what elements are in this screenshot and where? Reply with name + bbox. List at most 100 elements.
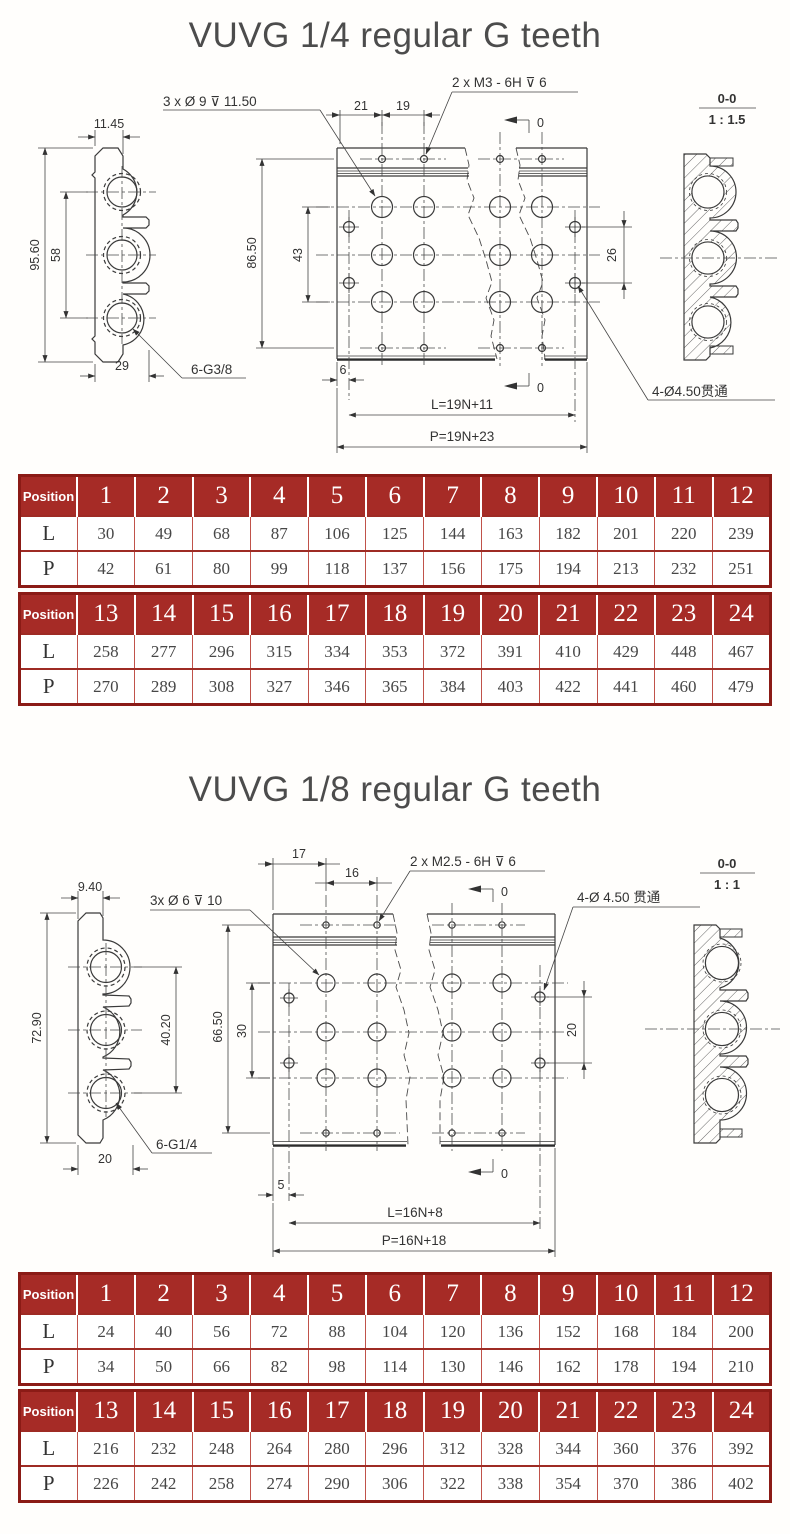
vuvg18-technical-drawing: 9.40 72.90 40.20 20 6-G1/4 3x Ø 6 ⊽ 10 [30,847,780,1257]
value-cell: 467 [712,633,771,670]
datum-0-bottom: 0 [468,1159,508,1181]
row-label-cell: L [19,515,78,552]
value-cell: 68 [192,515,251,552]
position-header-cell: Position [19,593,77,634]
value-cell: 312 [423,1430,482,1467]
value-cell: 232 [134,1430,194,1467]
position-number-cell: 14 [133,593,193,634]
value-cell: 162 [538,1348,598,1385]
position-number-cell: 13 [76,593,135,634]
position-header-cell: Position [19,1390,77,1431]
value-cell: 327 [249,668,309,705]
value-cell: 289 [134,668,194,705]
value-cell: 120 [423,1313,482,1350]
dim-66-50: 66.50 [211,1011,225,1042]
position-number-cell: 17 [307,1390,366,1431]
value-cell: 50 [134,1348,194,1385]
position-number-cell: 8 [480,475,540,516]
position-number-cell: 23 [653,1390,713,1431]
svg-text:0: 0 [537,381,544,395]
value-cell: 402 [712,1465,771,1502]
leader-4xd450-18: 4-Ø 4.50 贯通 [577,890,661,905]
dim-40-20: 40.20 [159,1014,173,1045]
value-cell: 251 [712,550,771,587]
gasket-band [273,936,555,946]
value-cell: 178 [596,1348,656,1385]
value-cell: 372 [423,633,482,670]
mounting-screw-holes [377,154,547,353]
row-label-cell: P [19,1348,78,1385]
position-number-cell: 18 [364,593,424,634]
dim-6: 6 [340,363,347,377]
value-cell: 226 [76,1465,136,1502]
vuvg14-front-view [316,122,600,422]
dim-11-45: 11.45 [94,117,124,131]
position-number-cell: 4 [249,475,309,516]
dim-21: 21 [354,99,368,113]
leader-6-g38: 6-G3/8 [191,362,232,377]
vuvg18-front-dimensions: 17 16 2 x M2.5 - 6H ⊽ 6 0 0 [211,847,700,1257]
value-cell: 479 [712,668,771,705]
position-number-cell: 11 [653,475,713,516]
position-number-cell: 24 [711,1390,771,1431]
position-number-cell: 24 [711,593,771,634]
section-scale-14: 1 : 1.5 [709,112,746,127]
position-number-cell: 1 [76,1273,135,1314]
value-cell: 422 [538,668,598,705]
value-cell: 114 [365,1348,425,1385]
value-cell: 210 [712,1348,771,1385]
vuvg18-side-view [68,912,142,1144]
value-cell: 137 [365,550,425,587]
value-cell: 61 [134,550,194,587]
value-cell: 403 [480,668,540,705]
break-line-right [515,147,546,360]
row-label-cell: P [19,550,78,587]
value-cell: 239 [712,515,771,552]
value-cell: 410 [538,633,598,670]
position-number-cell: 10 [596,1273,655,1314]
value-cell: 144 [423,515,482,552]
position-number-cell: 21 [538,593,598,634]
value-cell: 125 [365,515,425,552]
svg-text:0: 0 [501,885,508,899]
value-cell: 106 [307,515,367,552]
vuvg14-side-view [86,147,156,363]
value-cell: 338 [480,1465,540,1502]
through-holes [339,217,585,293]
position-number-cell: 2 [133,475,193,516]
vuvg14-front-dimensions: 21 19 3 x Ø 9 ⊽ 11.50 2 x M3 - 6H ⊽ 6 0 … [163,75,775,453]
position-number-cell: 10 [596,475,655,516]
value-cell: 384 [423,668,482,705]
position-number-cell: 14 [133,1390,193,1431]
value-cell: 346 [307,668,367,705]
value-cell: 30 [76,515,136,552]
dim-86-50: 86.50 [245,237,259,268]
leader-2xm25: 2 x M2.5 - 6H ⊽ 6 [410,854,516,869]
position-number-cell: 3 [191,475,251,516]
value-cell: 258 [76,633,136,670]
leader-4xd450-14: 4-Ø4.50贯通 [652,384,728,399]
position-number-cell: 21 [538,1390,598,1431]
leader-3xd9: 3 x Ø 9 ⊽ 11.50 [163,94,257,109]
value-cell: 242 [134,1465,194,1502]
svg-text:0: 0 [501,1167,508,1181]
page-title-vuvg14: VUVG 1/4 regular G teeth [188,16,602,55]
leader-3xd6: 3x Ø 6 ⊽ 10 [150,893,222,908]
value-cell: 104 [365,1313,425,1350]
value-cell: 308 [192,668,251,705]
value-cell: 391 [480,633,540,670]
value-cell: 24 [76,1313,136,1350]
position-number-cell: 22 [596,1390,655,1431]
svg-text:0: 0 [537,116,544,130]
dim-30: 30 [235,1024,249,1038]
value-cell: 216 [76,1430,136,1467]
